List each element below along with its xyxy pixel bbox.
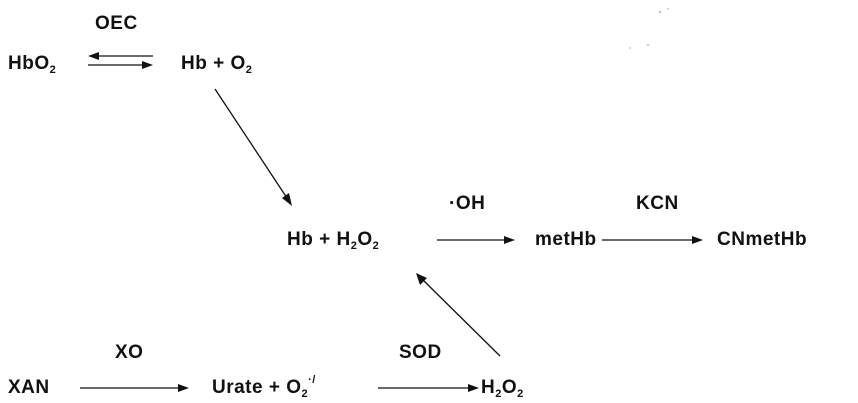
sod-label: SOD [399, 342, 442, 363]
speck-3 [647, 44, 649, 46]
diagonal-arrow-down-line [214, 88, 288, 199]
arrow-to-methb-head [504, 236, 515, 244]
forward-arrow-head [142, 61, 153, 69]
oh-label: ·OH [449, 193, 485, 214]
cnmethb-species: CNmetHb [717, 229, 807, 250]
hb-h2o2-sub1: 2 [351, 240, 358, 252]
arrow-to-urate [80, 384, 189, 392]
hb-h2o2-mid: O [357, 229, 372, 250]
diagonal-arrow-up [416, 273, 501, 357]
reverse-arrow-head [88, 52, 99, 60]
arrow-to-cnmethb [602, 236, 703, 244]
arrow-to-urate-head [178, 384, 189, 392]
urate-o2-sub: 2 [302, 388, 309, 400]
hb-h2o2-species: Hb + H2O2 [287, 229, 379, 252]
diagonal-arrow-down [214, 88, 292, 206]
h2o2-base: H [481, 377, 495, 398]
h2o2-mid: O [502, 377, 517, 398]
speck-1 [659, 11, 661, 13]
oec-label: OEC [95, 13, 138, 34]
hb-h2o2-base: Hb + H [287, 229, 351, 250]
urate-o2-base: Urate + O [212, 377, 302, 398]
speck-2 [667, 8, 669, 10]
diagonal-arrow-up-line [422, 279, 501, 357]
diagonal-arrow-down-head [282, 193, 292, 206]
kcn-label: KCN [636, 193, 679, 214]
equilibrium-arrows [88, 52, 153, 69]
xo-label: XO [115, 342, 143, 363]
diagonal-arrow-up-head [416, 273, 427, 285]
h2o2-species: H2O2 [481, 377, 524, 400]
urate-o2-sup: ·/ [308, 374, 316, 386]
hbo2-base: HbO [8, 53, 50, 74]
hb-o2-sub: 2 [246, 64, 253, 76]
h2o2-sub1: 2 [495, 388, 502, 400]
arrow-to-h2o2-head [468, 384, 479, 392]
arrow-to-methb [437, 236, 515, 244]
xan-species: XAN [8, 377, 50, 398]
hb-o2-base: Hb + O [181, 53, 246, 74]
hb-o2-species: Hb + O2 [181, 53, 252, 76]
hbo2-sub: 2 [50, 64, 57, 76]
hbo2-species: HbO2 [8, 53, 56, 76]
h2o2-sub2: 2 [517, 388, 524, 400]
arrow-to-cnmethb-head [692, 236, 703, 244]
speck-4 [629, 47, 631, 49]
hb-h2o2-sub2: 2 [373, 240, 380, 252]
arrow-to-h2o2 [378, 384, 479, 392]
urate-o2-species: Urate + O2 ·/ [212, 374, 316, 400]
methb-species: metHb [535, 229, 597, 250]
scan-specks [629, 8, 669, 49]
